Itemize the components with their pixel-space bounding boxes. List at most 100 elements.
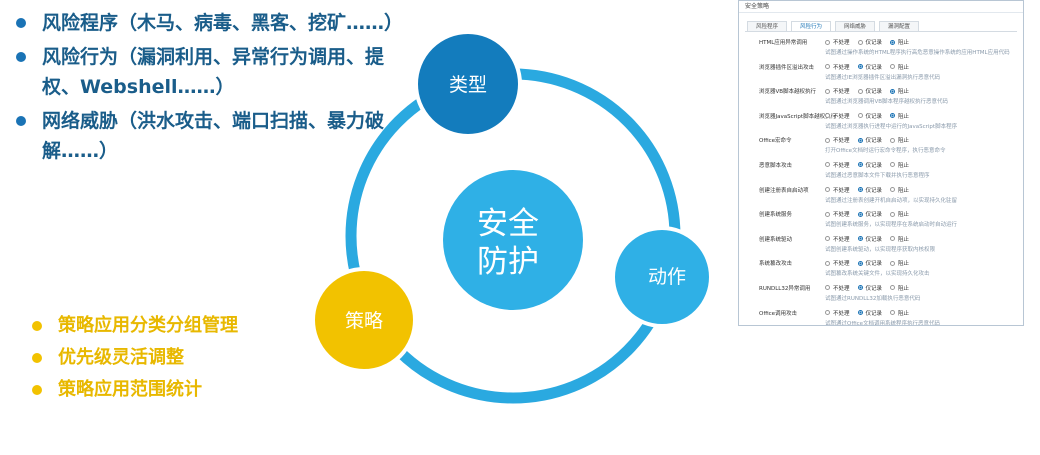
radio-icon[interactable] [857, 137, 863, 143]
tab-3[interactable]: 漏洞配置 [879, 21, 920, 31]
radio-icon[interactable] [857, 39, 863, 45]
option-label: 仅记录 [865, 64, 883, 71]
radio-icon[interactable] [857, 64, 863, 70]
option-label: 不处理 [833, 40, 850, 46]
option-radio[interactable]: 阻止 [890, 186, 909, 194]
policy-name: 创建注册表自启动项 [759, 187, 809, 194]
option-radio[interactable]: 不处理 [825, 210, 850, 218]
bullet-icon [16, 52, 26, 62]
option-radio[interactable]: 仅记录 [857, 87, 882, 95]
option-radio[interactable]: 阻止 [890, 112, 909, 120]
option-label: 仅记录 [865, 162, 883, 169]
radio-icon[interactable] [890, 310, 896, 316]
option-radio[interactable]: 不处理 [825, 38, 850, 46]
radio-icon[interactable] [857, 260, 863, 266]
radio-icon[interactable] [825, 236, 830, 242]
option-radio[interactable]: 仅记录 [857, 63, 883, 71]
option-radio[interactable]: 不处理 [825, 87, 850, 95]
radio-icon[interactable] [825, 137, 830, 143]
radio-icon[interactable] [825, 310, 830, 316]
radio-icon[interactable] [890, 211, 896, 217]
radio-icon[interactable] [825, 39, 830, 45]
strategy-text: 策略应用范围统计 [58, 379, 202, 400]
radio-icon[interactable] [825, 162, 830, 168]
option-radio[interactable]: 阻止 [890, 87, 909, 95]
risk-text: 风险行为（漏洞利用、异常行为调用、提权、Webshell……） [42, 46, 385, 98]
option-radio[interactable]: 阻止 [890, 284, 909, 292]
option-radio[interactable]: 仅记录 [857, 161, 883, 169]
option-radio[interactable]: 不处理 [825, 259, 850, 267]
radio-icon[interactable] [825, 88, 830, 94]
option-radio[interactable]: 阻止 [890, 259, 909, 267]
radio-icon[interactable] [890, 260, 896, 266]
option-radio[interactable]: 阻止 [890, 161, 909, 169]
radio-icon[interactable] [890, 113, 896, 119]
option-radio[interactable]: 阻止 [890, 235, 909, 243]
option-radio[interactable]: 仅记录 [857, 309, 882, 317]
policy-description: 试图通过恶意脚本文件下载并执行恶意程序 [825, 172, 930, 179]
radio-icon[interactable] [857, 187, 863, 193]
radio-icon[interactable] [825, 260, 830, 266]
radio-icon[interactable] [890, 285, 896, 291]
policy-description: 试图通过浏览器调用VB脚本程序越权执行恶意代码 [825, 99, 949, 106]
option-radio[interactable]: 不处理 [825, 186, 850, 194]
radio-icon[interactable] [825, 64, 830, 70]
tab-2[interactable]: 网络威胁 [835, 21, 876, 31]
radio-icon[interactable] [890, 162, 896, 168]
option-radio[interactable]: 不处理 [825, 112, 850, 120]
radio-icon[interactable] [825, 285, 830, 291]
radio-icon[interactable] [857, 113, 863, 119]
policy-options: 不处理 仅记录阻止 [825, 161, 909, 169]
radio-icon[interactable] [890, 39, 896, 45]
option-radio[interactable]: 不处理 [825, 63, 850, 71]
radio-icon[interactable] [825, 113, 830, 119]
option-radio[interactable]: 不处理 [825, 136, 850, 144]
option-radio[interactable]: 仅记录 [857, 112, 882, 120]
option-radio[interactable]: 阻止 [890, 309, 909, 317]
option-radio[interactable]: 不处理 [825, 309, 850, 317]
option-radio[interactable]: 仅记录 [857, 259, 882, 267]
tab-1[interactable]: 风险行为 [791, 21, 832, 31]
radio-icon[interactable] [857, 162, 863, 168]
option-label: 不处理 [833, 138, 850, 145]
radio-icon[interactable] [857, 211, 863, 217]
option-radio[interactable]: 阻止 [890, 38, 909, 46]
option-radio[interactable]: 仅记录 [857, 136, 882, 144]
risk-list: 风险程序（木马、病毒、黑客、挖矿……） 风险行为（漏洞利用、异常行为调用、提权、… [12, 8, 403, 170]
radio-icon[interactable] [890, 236, 896, 242]
radio-icon[interactable] [825, 211, 830, 217]
option-radio[interactable]: 仅记录 [857, 210, 883, 219]
radio-icon[interactable] [825, 187, 830, 193]
option-label: 仅记录 [865, 236, 883, 243]
radio-icon[interactable] [857, 236, 863, 242]
radio-icon[interactable] [857, 88, 863, 94]
policy-row: 系统篡改攻击不处理仅记录阻止试图篡改系统关键文件，以实现持久化攻击 [745, 256, 1017, 281]
policy-description: 试图篡改系统关键文件，以实现持久化攻击 [825, 271, 930, 278]
policy-description: 试图通过RUNDLL32加载执行恶意代码 [825, 295, 921, 302]
option-radio[interactable]: 仅记录 [857, 284, 882, 292]
option-label: 仅记录 [865, 212, 883, 219]
option-radio[interactable]: 不处理 [825, 161, 850, 169]
radio-icon[interactable] [890, 137, 896, 143]
action-label: 动作 [647, 266, 686, 288]
option-radio[interactable]: 仅记录 [857, 186, 882, 194]
option-radio[interactable]: 不处理 [825, 284, 850, 292]
radio-icon[interactable] [857, 310, 863, 316]
policy-name: 恶意脚本攻击 [759, 162, 793, 169]
radio-icon[interactable] [890, 64, 896, 70]
radio-icon[interactable] [890, 187, 896, 193]
radio-icon[interactable] [857, 285, 863, 291]
option-radio[interactable]: 阻止 [890, 63, 909, 71]
option-radio[interactable]: 不处理 [825, 235, 850, 243]
option-radio[interactable]: 仅记录 [857, 38, 882, 46]
option-radio[interactable]: 阻止 [890, 210, 909, 218]
tab-0[interactable]: 风险程序 [747, 21, 788, 31]
policy-name: Office调用攻击 [759, 310, 798, 317]
policy-options: 不处理仅记录阻止 [825, 284, 909, 292]
option-radio[interactable]: 阻止 [890, 136, 909, 144]
panel-tabs: 风险程序风险行为网络威胁漏洞配置 [739, 21, 1023, 31]
strategy-item-group: 策略应用分类分组管理 [28, 310, 328, 342]
option-radio[interactable]: 仅记录 [857, 235, 883, 243]
security-policy-panel: 安全策略 风险程序风险行为网络威胁漏洞配置 HTML应用异常调用不处理仅记录阻止… [738, 0, 1024, 326]
radio-icon[interactable] [890, 88, 896, 94]
